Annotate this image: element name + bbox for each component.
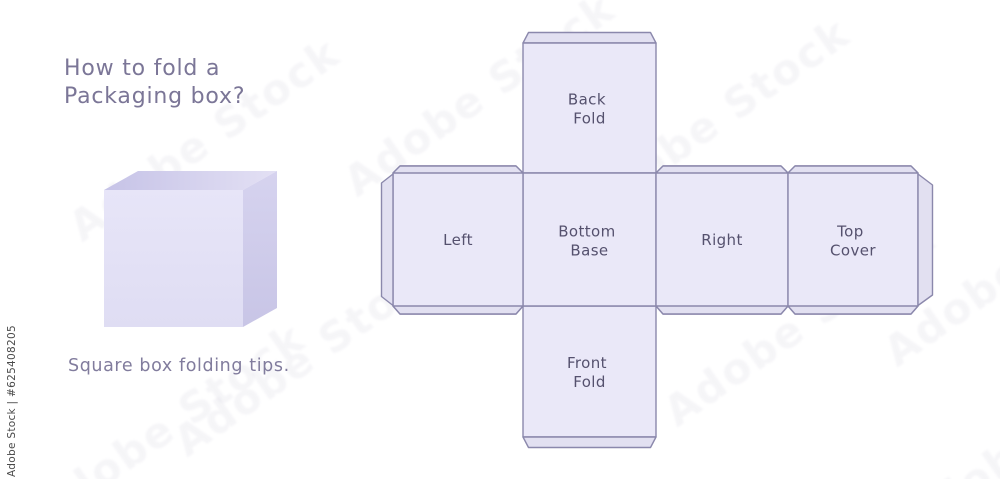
label-top-cover: Top Cover — [830, 223, 876, 260]
label-back-fold: Back Fold — [568, 91, 611, 128]
page-title: How to fold a Packaging box? — [64, 55, 245, 111]
panel-top-cover-bottom-strip — [787, 305, 919, 315]
cube-front-face — [104, 190, 243, 327]
cube-side-face — [243, 171, 277, 327]
panel-left-bottom-strip — [392, 305, 524, 315]
panel-right-bottom-strip — [655, 305, 789, 315]
stock-id-watermark: Adobe Stock | #625408205 — [6, 325, 18, 477]
panel-back-fold-flap — [522, 31, 657, 44]
page-title-line1: How to fold a — [64, 56, 221, 81]
panel-top-cover-top-strip — [787, 165, 919, 174]
panel-right-top-strip — [655, 165, 789, 174]
label-bottom-base: Bottom Base — [558, 223, 621, 260]
page-subtitle: Square box folding tips. — [68, 356, 290, 376]
label-front-fold: Front Fold — [567, 354, 612, 391]
panel-labels: Back Fold Left Bottom Base Right Top Cov… — [443, 91, 876, 392]
panel-back-fold — [522, 42, 657, 174]
box-template — [380, 31, 934, 449]
cube-top-face — [104, 171, 277, 190]
label-left: Left — [443, 231, 473, 249]
label-right: Right — [701, 231, 743, 249]
cube-illustration — [104, 171, 277, 327]
page-title-line2: Packaging box? — [64, 84, 246, 109]
panel-left-flap — [380, 173, 394, 307]
panel-bottom-base — [522, 172, 657, 307]
panel-front-fold — [522, 305, 657, 438]
panel-front-fold-flap — [522, 436, 657, 449]
panel-top-cover-flap — [917, 173, 934, 307]
panel-left-top-strip — [392, 165, 524, 174]
